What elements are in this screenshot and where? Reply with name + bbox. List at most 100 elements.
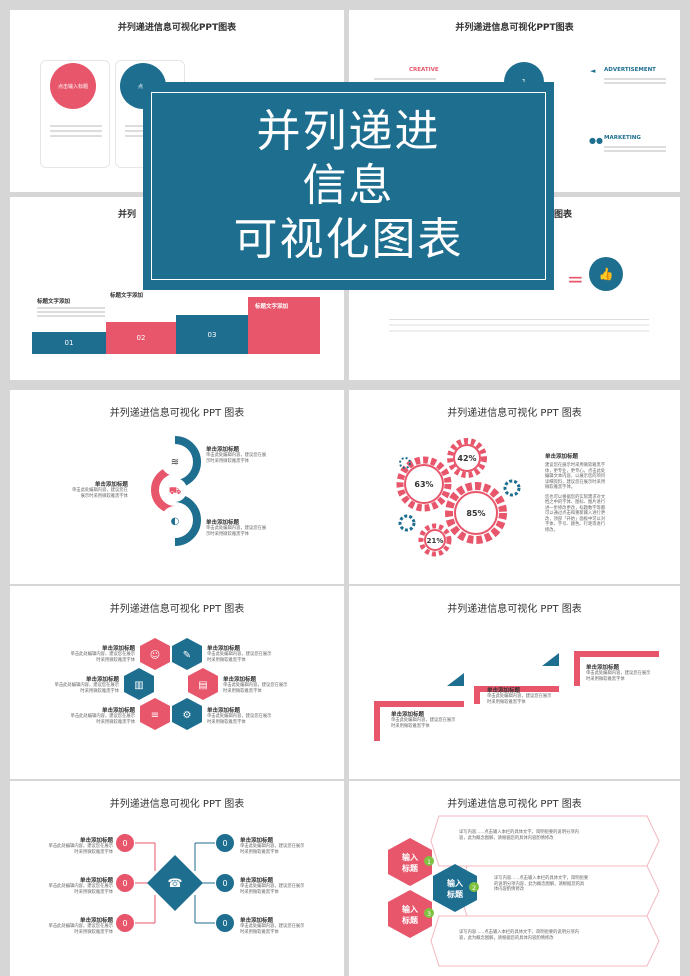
item-desc: 时采用微软雅黑字体 xyxy=(391,723,430,729)
text-placeholder xyxy=(50,122,102,140)
phone-icon: ☎ xyxy=(168,876,183,890)
item-desc: 单击此处编辑内容，建议您在展示 xyxy=(207,714,272,719)
item-desc: 单击此处编辑内容，建议您在展 xyxy=(206,453,267,458)
para-line: 体，更专业，更专心。点击此处 xyxy=(545,468,606,474)
list-item: 单击添加标题 单击此处编辑内容，建议您在展示 时采用微软雅黑字体 xyxy=(223,675,293,694)
node-blue xyxy=(216,874,234,892)
item-title: 单击添加标题 xyxy=(85,677,119,683)
item-title: 单击添加标题 xyxy=(240,838,274,844)
list-item: 单击添加标题 单击此处编辑内容，建议您在展示 时采用微软雅黑字体 xyxy=(70,706,135,725)
hex-box-diagram: 1 2 3 输入 标题 输入 标题 输入 标题 xyxy=(388,815,660,967)
node-num: 0 xyxy=(122,839,127,848)
gear-42 xyxy=(447,438,487,478)
item-desc: 时采用微软雅黑字体 xyxy=(74,849,113,855)
small-gear xyxy=(503,479,521,497)
people-icon: ●● xyxy=(589,136,603,145)
box-line: 容，此为概念图解，请根据您的具体内容酌情修改 xyxy=(459,835,554,841)
item-desc: 单击此处编辑内容，建议您在展 xyxy=(206,526,267,531)
step-bar: 02 xyxy=(106,322,176,354)
item-desc: 时采用微软雅黑字体 xyxy=(74,929,113,935)
item-desc: 单击此处编辑内容，建议您在展示 xyxy=(54,683,119,688)
list-item: 单击添加标题 单击此处编辑内容，建议您在展示 时采用微软雅黑字体 xyxy=(45,916,113,935)
para-line: 详细资料，建议您在展示时采用 xyxy=(545,479,606,485)
item-desc: 单击此处编辑内容，建议您在展示 xyxy=(586,671,651,676)
hex-2 xyxy=(433,864,477,912)
gear-diagram: 42% 63% 85% 21% xyxy=(396,438,521,557)
badge-num: 2 xyxy=(472,885,476,892)
list-item: 单击添加标题 单击此处编辑内容，建议您在展示 时采用微软雅黑字体 xyxy=(54,675,119,694)
para-line: 可以通过点击和重新输入进行更 xyxy=(545,511,606,516)
node-num: 0 xyxy=(222,879,227,888)
item-desc: 单击此处编辑内容，建议您在展示 xyxy=(240,924,305,929)
node-blue xyxy=(216,834,234,852)
gear-85 xyxy=(445,482,507,544)
node-blue xyxy=(216,914,234,932)
item-desc: 单击此处编辑内容，建议您在展示 xyxy=(48,844,113,849)
heading: 标题文字添加 xyxy=(110,293,144,299)
gear-21 xyxy=(418,523,452,557)
item-desc: 单击此处编辑内容，建议您在展示 xyxy=(207,652,272,657)
list-item: 单击添加标题 单击此处编辑内容，建议您在展示 时采用微软雅黑字体 xyxy=(240,876,315,895)
creative-label: CREATIVE xyxy=(409,67,439,73)
box-line: 体内容酌情修改 xyxy=(494,887,525,892)
hex-label: 输入 xyxy=(447,878,463,888)
slide-hex-boxes: 并列递进信息可视化 PPT 图表 1 2 3 输入 标题 输入 标题 输入 标题… xyxy=(349,781,680,976)
hex-3 xyxy=(388,890,432,938)
icon-bg xyxy=(161,448,189,476)
edit-icon: ✎ xyxy=(183,650,191,661)
circle-label: 点击 xyxy=(138,83,148,90)
slide-title: 并列 xyxy=(118,210,137,220)
hex-label: 输入 xyxy=(402,904,418,914)
item-desc: 展示时采用微软雅黑字体 xyxy=(80,493,128,499)
slide-title: 并列递进信息可视化 PPT 图表 xyxy=(109,408,245,419)
arc-bottom xyxy=(174,494,201,546)
item-desc: 单击此处编辑内容，建议您在 xyxy=(72,488,128,493)
item-desc: 时采用微软雅黑字体 xyxy=(223,688,262,694)
hex-gear xyxy=(172,698,202,730)
item-desc: 时采用微软雅黑字体 xyxy=(96,719,135,725)
hex-label: 标题 xyxy=(401,915,419,925)
item-desc: 单击此处编辑内容，建议您在展示 xyxy=(487,694,552,699)
item-desc: 时采用微软雅黑字体 xyxy=(240,849,279,855)
text-placeholder xyxy=(389,315,649,335)
item-desc: 单击此处编辑内容，建议您在展示 xyxy=(240,844,305,849)
node-num: 0 xyxy=(222,839,227,848)
item-desc: 示时采用微软雅黑字体 xyxy=(206,458,249,464)
list-item: 单击添加标题 单击此处编辑内容，建议您在 展示时采用微软雅黑字体 xyxy=(72,480,128,499)
side-text: 单击添加标题 建议您在展示时采用微软雅黑字 体，更专业，更专心。点击此处 编辑文… xyxy=(545,452,670,533)
list-item: 单击添加标题 单击此处编辑内容，建议您在展示 时采用微软雅黑字体 xyxy=(586,663,650,682)
item-desc: 时采用微软雅黑字体 xyxy=(74,889,113,895)
slide-title: 并列递进信息可视化 PPT 图表 xyxy=(447,604,582,615)
list-item: 单击添加标题 单击此处编辑内容，建议您在展示 时采用微软雅黑字体 xyxy=(45,836,113,855)
box-line: 容，此为概念图解，请根据您的具体内容酌情修改 xyxy=(459,935,554,941)
hex-label: 标题 xyxy=(446,889,464,899)
para-line: 编辑文本内容，以展示您的项目 xyxy=(545,474,606,479)
node-red xyxy=(116,874,134,892)
item-title: 单击添加标题 xyxy=(101,646,135,652)
item-desc: 时采用微软雅黑字体 xyxy=(80,688,119,694)
list-item: 单击添加标题 单击此处编辑内容，建议您在展 示时采用微软雅黑字体 xyxy=(206,518,266,537)
para-line: 微软雅黑字体。 xyxy=(545,485,576,490)
item-title: 单击添加标题 xyxy=(206,447,240,453)
trash-icon: ▥ xyxy=(134,680,143,691)
item-desc: 时采用微软雅黑字体 xyxy=(240,889,279,895)
layers-icon: ≡ xyxy=(151,710,159,721)
item-desc: 单击此处编辑内容，建议您在展示 xyxy=(70,714,135,719)
banner-line-3: 可视化图表 xyxy=(233,214,464,265)
list-item: 单击添加标题 单击此处编辑内容，建议您在展示 时采用微软雅黑字体 xyxy=(207,644,277,663)
slide-title: 并列递进信息可视化PPT图表 xyxy=(117,23,237,33)
item-desc: 单击此处编辑内容，建议您在展示 xyxy=(223,683,288,688)
equals-icon: = xyxy=(567,267,584,291)
corner-triangle xyxy=(542,653,559,666)
circle-red: 点击输入标题 xyxy=(50,63,96,109)
hub-diagram: ☎ 0 0 0 0 0 0 xyxy=(116,834,234,932)
slide-title: 并列递进信息可视化 PPT 图表 xyxy=(109,604,245,615)
text-box-1 xyxy=(430,815,660,867)
item-desc: 单击此处编辑内容，建议您在展示 xyxy=(48,884,113,889)
text-box-3 xyxy=(430,915,660,967)
megaphone-icon: ◄ xyxy=(590,67,596,75)
item-title: 单击添加标题 xyxy=(207,708,241,714)
document-icon: ▤ xyxy=(198,680,207,691)
heading: 标题文字添加 xyxy=(255,304,289,310)
item-title: 单击添加标题 xyxy=(240,918,274,924)
